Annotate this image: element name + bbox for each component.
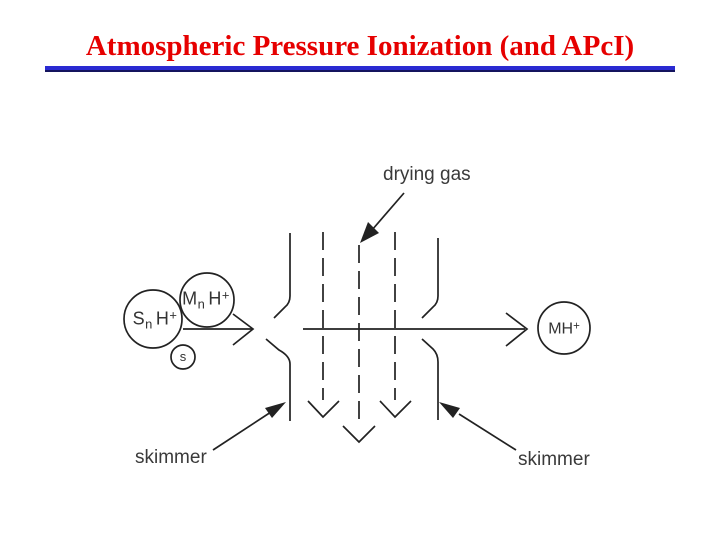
ion-label-protonated-molecule: MH+ [548, 317, 580, 338]
formula-base: H [155, 308, 170, 329]
title-underline [45, 66, 675, 72]
skimmer-right-label: skimmer [518, 449, 590, 470]
formula-subscript: n [197, 296, 206, 312]
skimmer-cone-right-bottom [421, 338, 439, 420]
skimmer-right-pointer-line [458, 413, 517, 451]
skimmer-cone-left-bottom [265, 338, 291, 421]
formula-base: H [208, 288, 222, 309]
skimmer-left-pointer-arrowhead [265, 402, 286, 418]
formula-base: M [182, 288, 198, 309]
solvent-cluster-circle [123, 289, 183, 349]
skimmer-cone-left-top [273, 233, 291, 319]
formula-base: s [179, 349, 187, 364]
solvent-molecule-circle [170, 344, 196, 370]
skimmer-right-pointer-arrowhead [439, 402, 460, 418]
drying-gas-label: drying gas [383, 164, 471, 185]
drying-gas-flow-arrowhead-center [342, 425, 376, 444]
drying-gas-flow-arrowhead-right [379, 400, 412, 419]
formula-subscript: n [145, 316, 153, 332]
formula-superscript: + [573, 320, 580, 333]
ion-beam-arrowhead-inlet [232, 313, 255, 346]
formula-superscript: + [169, 307, 178, 323]
drying-gas-flow-arrowhead-left [307, 400, 340, 419]
ion-label-solvent-molecule: s [180, 348, 187, 366]
skimmer-left-pointer-line [212, 411, 272, 451]
formula-base: S [132, 308, 146, 329]
formula-superscript: + [221, 287, 230, 303]
ion-beam-arrowhead-main [505, 312, 529, 347]
drying-gas-pointer-line [371, 192, 405, 231]
formula-base: MH [548, 320, 574, 338]
protonated-molecule-circle [537, 301, 591, 355]
page-title: Atmospheric Pressure Ionization (and APc… [85, 30, 635, 62]
drying-gas-pointer-arrowhead [360, 222, 379, 243]
skimmer-left-label: skimmer [135, 447, 207, 468]
skimmer-cone-right-top [421, 238, 439, 319]
analyte-cluster-circle [179, 272, 235, 328]
